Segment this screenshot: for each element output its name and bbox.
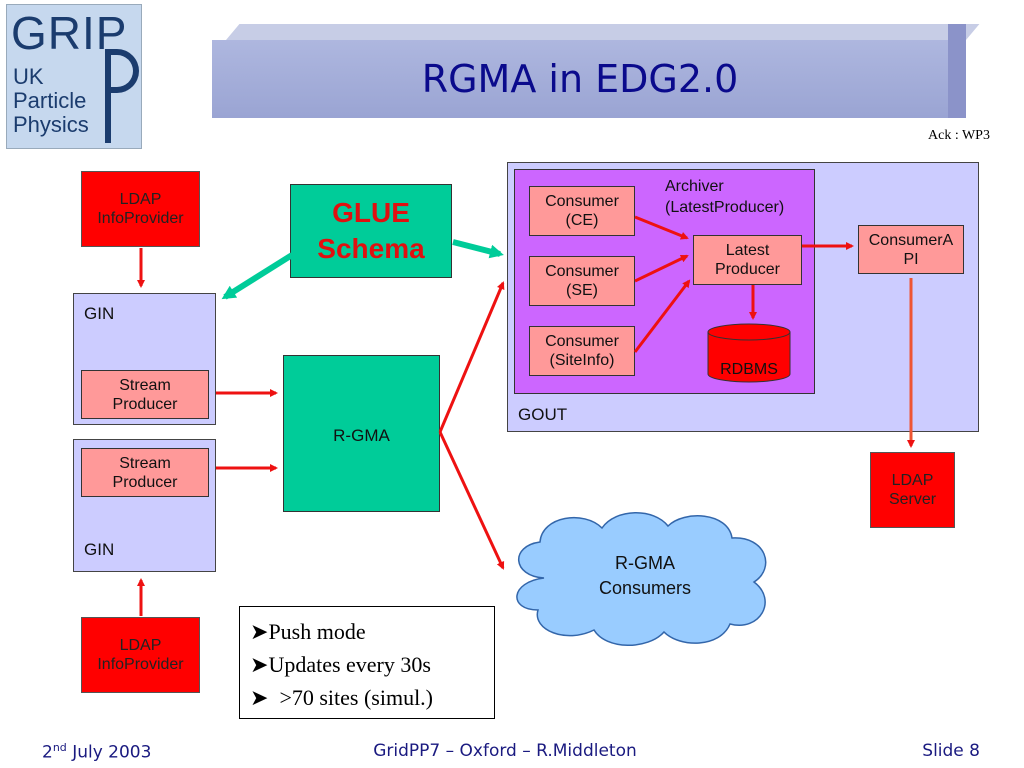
arrow-bullet-icon: ➤ [250,652,269,677]
rdbms-cylinder [707,323,791,383]
arrow-rgma-to-cloud [438,431,505,570]
arrow-glue-to-gin [221,252,294,300]
consumer-siteinfo: Consumer (SiteInfo) [529,326,635,376]
arrow-bullet-icon: ➤ [250,685,274,710]
title-banner-shadow [226,24,980,40]
arrow-glue-to-gout [452,239,504,259]
logo-text-uk: UK [13,64,44,89]
gridpp-logo: GRIP UK Particle Physics [6,4,142,149]
ldap-infoprovider-top: LDAP InfoProvider [81,171,200,247]
logo-text-physics: Physics [13,112,89,137]
gin-label-bottom: GIN [84,540,115,559]
latest-producer: Latest Producer [693,235,802,285]
note-sites: ➤ >70 sites (simul.) [250,685,434,710]
ldap-infoprovider-bottom: LDAP InfoProvider [81,617,200,693]
rdbms-label: RDBMS [720,361,778,378]
consumer-ce: Consumer (CE) [529,186,635,236]
logo-text-particle: Particle [13,88,87,113]
title-banner-side [948,24,966,118]
rgma-box: R-GMA [283,355,440,512]
logo-p-bowl [105,49,139,93]
rgma-consumers-cloud [516,512,767,646]
glue-schema-box: GLUE Schema [290,184,452,278]
archiver-label: Archiver (LatestProducer) [665,178,785,216]
gin-box-top: GIN Stream Producer [73,293,216,425]
footer-center: GridPP7 – Oxford – R.Middleton [373,741,637,761]
rgma-label: R-GMA [333,426,390,445]
gin-label-top: GIN [84,304,115,323]
footer-date: 2nd July 2003 [42,741,152,763]
stream-producer-top: Stream Producer [81,370,209,419]
note-updates: ➤Updates every 30s [250,652,431,677]
consumer-api: ConsumerA PI [858,225,964,274]
rgma-consumers-label: R-GMA Consumers [598,553,692,598]
ldap-server: LDAP Server [870,452,955,528]
footer-slide-number: Slide 8 [922,741,980,761]
stream-producer-bottom: Stream Producer [81,448,209,497]
gin-box-bottom: Stream Producer GIN [73,439,216,572]
arrow-bullet-icon: ➤ [250,619,269,644]
note-push-mode: ➤Push mode [250,619,366,644]
gout-label: GOUT [518,405,568,424]
ack-text: Ack : WP3 [928,128,990,143]
consumer-se: Consumer (SE) [529,256,635,306]
title-banner: RGMA in EDG2.0 [212,40,948,118]
arrow-rgma-to-gout [438,281,505,433]
notes-box: ➤Push mode ➤Updates every 30s ➤ >70 site… [239,606,495,719]
logo-p-mark [105,49,111,143]
page-title: RGMA in EDG2.0 [421,57,739,101]
